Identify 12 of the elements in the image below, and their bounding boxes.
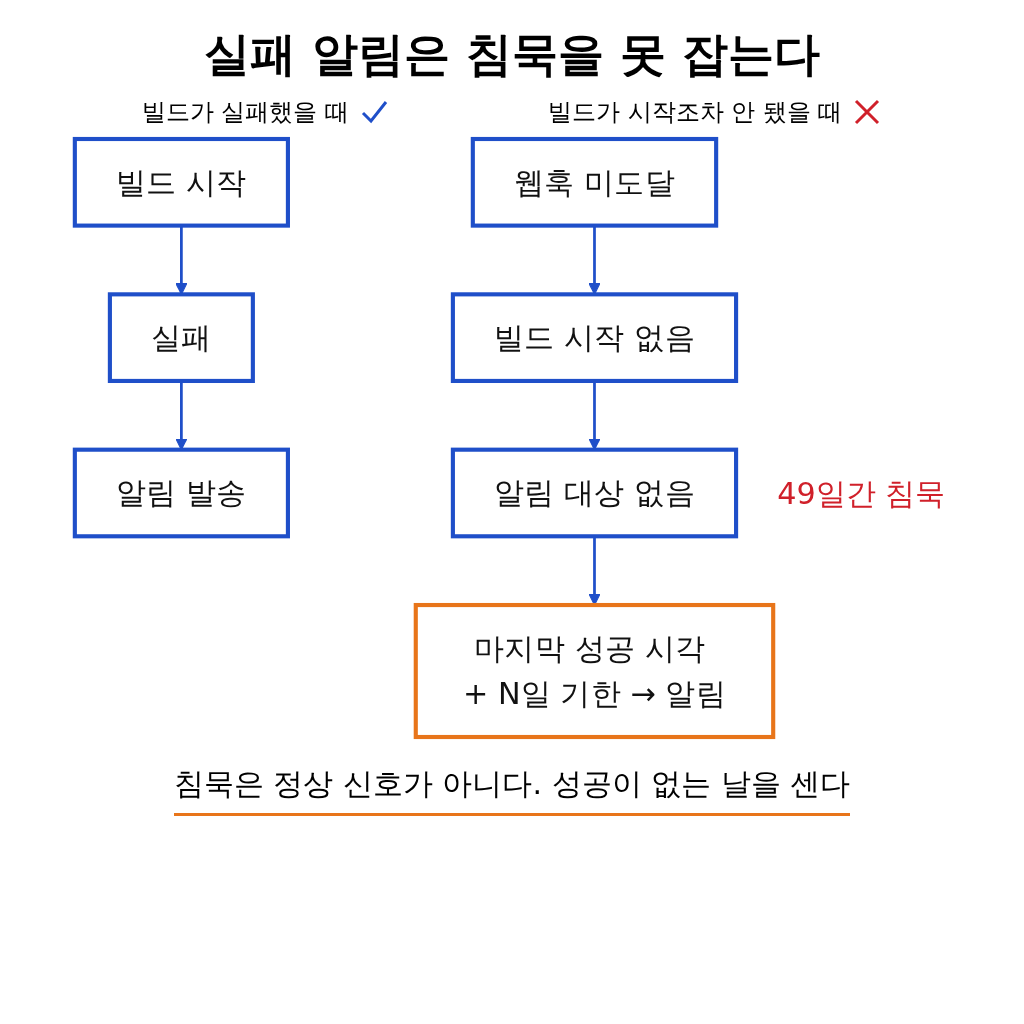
column-heading: 빌드가 시작조차 안 됐을 때 xyxy=(547,97,843,128)
node-box: 알림 발송 xyxy=(72,447,290,539)
node-box: 빌드 시작 xyxy=(72,136,290,228)
node-box: 마지막 성공 시각 + N일 기한 → 알림 xyxy=(413,602,776,740)
title: 실패 알림은 침묵을 못 잡는다 xyxy=(203,26,821,83)
node-box: 알림 대상 없음 xyxy=(450,447,739,539)
node-box: 실패 xyxy=(107,292,255,383)
node-box: 웹훅 미도달 xyxy=(470,136,719,228)
column-heading: 빌드가 실패했을 때 xyxy=(141,97,349,128)
caption: 침묵은 정상 신호가 아니다. 성공이 없는 날을 센다 xyxy=(173,764,851,816)
node-box: 빌드 시작 없음 xyxy=(450,292,739,383)
node-note: 49일간 침묵 xyxy=(777,476,946,511)
